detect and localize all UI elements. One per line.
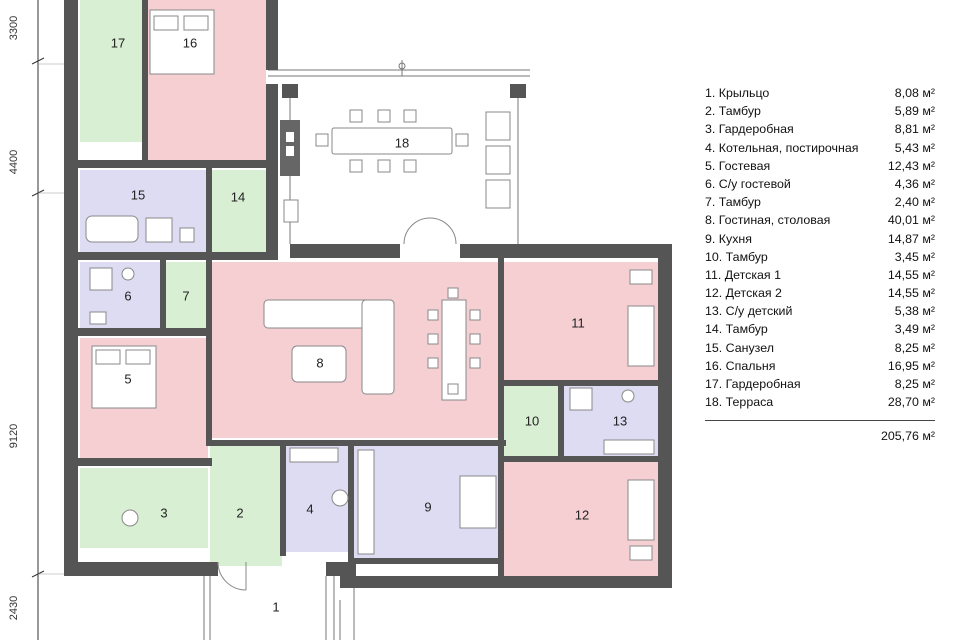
legend-room-name: 5. Гостевая: [705, 158, 771, 173]
legend-room-area: 2,40 м²: [894, 195, 935, 210]
legend-room-area: 14,87 м²: [887, 231, 935, 246]
legend-row-1: 1. Крыльцо 8,08 м²: [705, 84, 935, 102]
legend-room-name: 17. Гардеробная: [705, 377, 801, 391]
room-label-5: 5: [124, 371, 131, 386]
room-label-16: 16: [183, 35, 197, 50]
room-label-18: 18: [395, 135, 409, 150]
legend-row-15: 15. Санузел 8,25 м²: [705, 339, 935, 357]
room-label-11: 11: [571, 315, 585, 330]
dimension-2430: 2430: [8, 596, 20, 620]
legend-room-name: 9. Кухня: [705, 231, 752, 246]
room-3-fill: [80, 468, 208, 548]
porch: [203, 561, 355, 640]
legend-room-name: 7. Тамбур: [705, 195, 761, 210]
room-label-9: 9: [424, 499, 431, 514]
legend-room-name: 2. Тамбур: [705, 104, 761, 119]
legend-room-name: 16. Спальня: [705, 358, 776, 373]
room-label-10: 10: [525, 413, 539, 428]
legend-room-name: 8. Гостиная, столовая: [705, 213, 831, 228]
legend-row-16: 16. Спальня 16,95 м²: [705, 357, 935, 375]
legend-row-5: 5. Гостевая 12,43 м²: [705, 157, 935, 175]
room-label-6: 6: [124, 288, 131, 303]
legend-room-area: 8,25 м²: [894, 340, 935, 355]
legend-row-13: 13. С/у детский 5,38 м²: [705, 302, 935, 320]
legend-room-name: 1. Крыльцо: [705, 86, 770, 100]
legend-room-name: 13. С/у детский: [705, 304, 793, 319]
legend-room-area: 40,01 м²: [887, 213, 935, 228]
legend-room-area: 14,55 м²: [887, 286, 935, 301]
legend-room-area: 8,08 м²: [894, 86, 935, 100]
room-2-fill: [210, 446, 282, 566]
legend-room-area: 28,70 м²: [887, 395, 935, 410]
legend-row-7: 7. Тамбур 2,40 м²: [705, 193, 935, 211]
legend-row-8: 8. Гостиная, столовая 40,01 м²: [705, 211, 935, 229]
room-label-15: 15: [131, 187, 145, 202]
legend-room-area: 3,45 м²: [894, 249, 935, 264]
legend-room-name: 11. Детская 1: [705, 267, 781, 282]
room-labels: 17 16 15 14 6 7 5 8 3 2 4 9 11 10 13 12 …: [111, 35, 627, 614]
walls: [64, 0, 672, 588]
room-label-17: 17: [111, 35, 125, 50]
dimension-9120: 9120: [8, 424, 20, 448]
legend-room-name: 15. Санузел: [705, 340, 774, 355]
legend-room-area: 8,25 м²: [894, 377, 935, 391]
room-label-2: 2: [236, 505, 243, 520]
room-10-fill: [502, 384, 560, 460]
room-14-fill: [210, 170, 266, 260]
legend-room-area: 5,89 м²: [894, 104, 935, 119]
legend-room-name: 6. С/у гостевой: [705, 176, 791, 191]
room-fills: [80, 0, 658, 580]
legend-room-name: 4. Котельная, постирочная: [705, 140, 859, 155]
dimension-4400: 4400: [8, 150, 20, 174]
room-label-7: 7: [182, 288, 189, 303]
legend-row-11: 11. Детская 1 14,55 м²: [705, 266, 935, 284]
legend-room-name: 14. Тамбур: [705, 322, 768, 337]
legend-row-4: 4. Котельная, постирочная 5,43 м²: [705, 139, 935, 157]
legend-room-name: 12. Детская 2: [705, 286, 782, 301]
legend-row-2: 2. Тамбур 5,89 м²: [705, 102, 935, 120]
room-17-fill: [80, 0, 142, 142]
legend-room-area: 8,81 м²: [894, 122, 935, 137]
legend-room-area: 3,49 м²: [894, 322, 935, 337]
room-label-4: 4: [306, 501, 313, 516]
room-label-3: 3: [160, 505, 167, 520]
dimension-line: 3300 4400 9120 2430: [8, 0, 70, 640]
legend-room-area: 12,43 м²: [887, 158, 935, 173]
legend-room-name: 10. Тамбур: [705, 249, 768, 264]
legend-row-3: 3. Гардеробная 8,81 м²: [705, 120, 935, 138]
legend-room-name: 18. Терраса: [705, 395, 774, 410]
legend-row-12: 12. Детская 2 14,55 м²: [705, 284, 935, 302]
terrace: [268, 60, 530, 245]
room-label-1: 1: [272, 599, 279, 614]
legend-total-area: 205,76 м²: [881, 429, 935, 444]
room-label-8: 8: [316, 355, 323, 370]
room-7-fill: [164, 262, 208, 328]
legend-row-9: 9. Кухня 14,87 м²: [705, 230, 935, 248]
legend-divider: [705, 420, 935, 422]
legend-room-area: 4,36 м²: [894, 176, 935, 191]
legend-row-18: 18. Терраса 28,70 м²: [705, 393, 935, 411]
legend-row-17: 17. Гардеробная 8,25 м²: [705, 375, 935, 393]
legend-room-area: 14,55 м²: [887, 267, 935, 282]
dimension-3300: 3300: [8, 16, 20, 40]
room-label-12: 12: [575, 507, 589, 522]
room-label-13: 13: [613, 413, 627, 428]
room-label-14: 14: [231, 189, 245, 204]
legend-room-area: 5,38 м²: [894, 304, 935, 319]
legend-room-area: 5,43 м²: [894, 140, 935, 155]
legend-room-name: 3. Гардеробная: [705, 122, 794, 137]
furniture: [85, 9, 655, 561]
legend-row-10: 10. Тамбур 3,45 м²: [705, 248, 935, 266]
legend-room-area: 16,95 м²: [887, 358, 935, 373]
legend-row-14: 14. Тамбур 3,49 м²: [705, 320, 935, 338]
legend-row-6: 6. С/у гостевой 4,36 м²: [705, 175, 935, 193]
